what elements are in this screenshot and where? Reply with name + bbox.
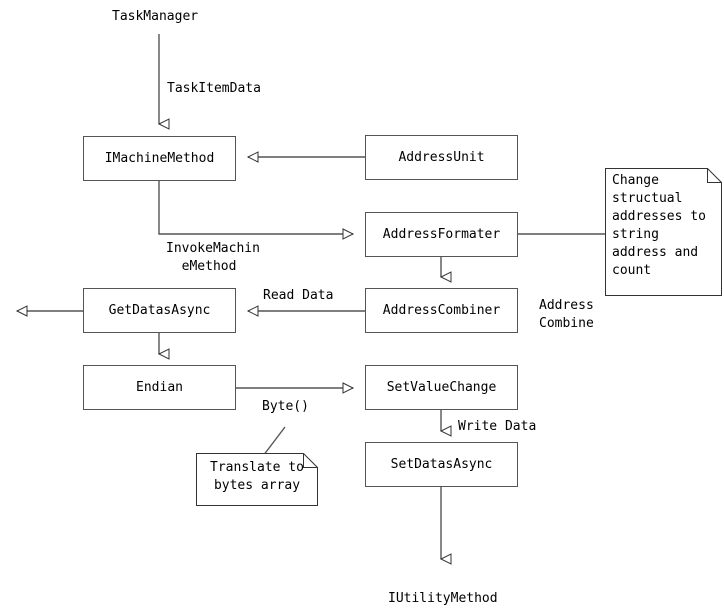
note-line: bytes array	[213, 478, 301, 493]
node-addressformater[interactable]: AddressFormater	[365, 212, 518, 257]
node-getdatasasync[interactable]: GetDatasAsync	[83, 288, 236, 333]
edge-imachinemethod-addressformater	[158, 181, 355, 240]
node-label: AddressUnit	[398, 150, 485, 165]
edge-label-read-data: Read Data	[263, 288, 334, 303]
note-text: Translate to bytes array	[200, 459, 314, 495]
node-label: AddressFormater	[382, 227, 501, 242]
node-label: IMachineMethod	[104, 151, 215, 166]
note-shape-icon	[605, 168, 722, 296]
note-line: Change	[612, 173, 659, 188]
note-shape-icon	[196, 453, 318, 506]
edge-label-invokemachinemethod: InvokeMachin eMethod	[166, 241, 260, 274]
node-label: AddressCombiner	[382, 303, 501, 318]
node-addressunit[interactable]: AddressUnit	[365, 135, 518, 180]
node-addresscombiner[interactable]: AddressCombiner	[365, 288, 518, 333]
label-taskmanager: TaskManager	[112, 9, 199, 24]
label-iutilitymethod: IUtilityMethod	[388, 591, 498, 606]
note-address-change[interactable]: Change structual addresses to string add…	[605, 168, 722, 296]
note-line: addresses to	[612, 209, 706, 224]
note-line: structual	[612, 191, 683, 206]
node-label: Endian	[136, 380, 183, 395]
node-label: GetDatasAsync	[108, 303, 211, 318]
note-line: string	[612, 227, 659, 242]
node-setdatasasync[interactable]: SetDatasAsync	[365, 442, 518, 487]
node-setvaluechange[interactable]: SetValueChange	[365, 365, 518, 410]
edge-label-write-data: Write Data	[458, 419, 537, 434]
edge-note-translate-anchor	[262, 426, 286, 457]
note-line: address and	[612, 245, 699, 260]
node-label: SetDatasAsync	[390, 457, 493, 472]
node-endian[interactable]: Endian	[83, 365, 236, 410]
node-label: SetValueChange	[386, 380, 497, 395]
edge-label-taskitemdata: TaskItemData	[167, 81, 261, 96]
edge-label-byte: Byte()	[262, 399, 309, 414]
label-address-combine: Address Combine	[539, 298, 594, 331]
note-line: count	[612, 263, 652, 278]
note-line: Translate to	[210, 460, 304, 475]
note-translate-bytes[interactable]: Translate to bytes array	[196, 453, 318, 506]
note-text: Change structual addresses to string add…	[612, 172, 718, 280]
node-imachinemethod[interactable]: IMachineMethod	[83, 136, 236, 181]
